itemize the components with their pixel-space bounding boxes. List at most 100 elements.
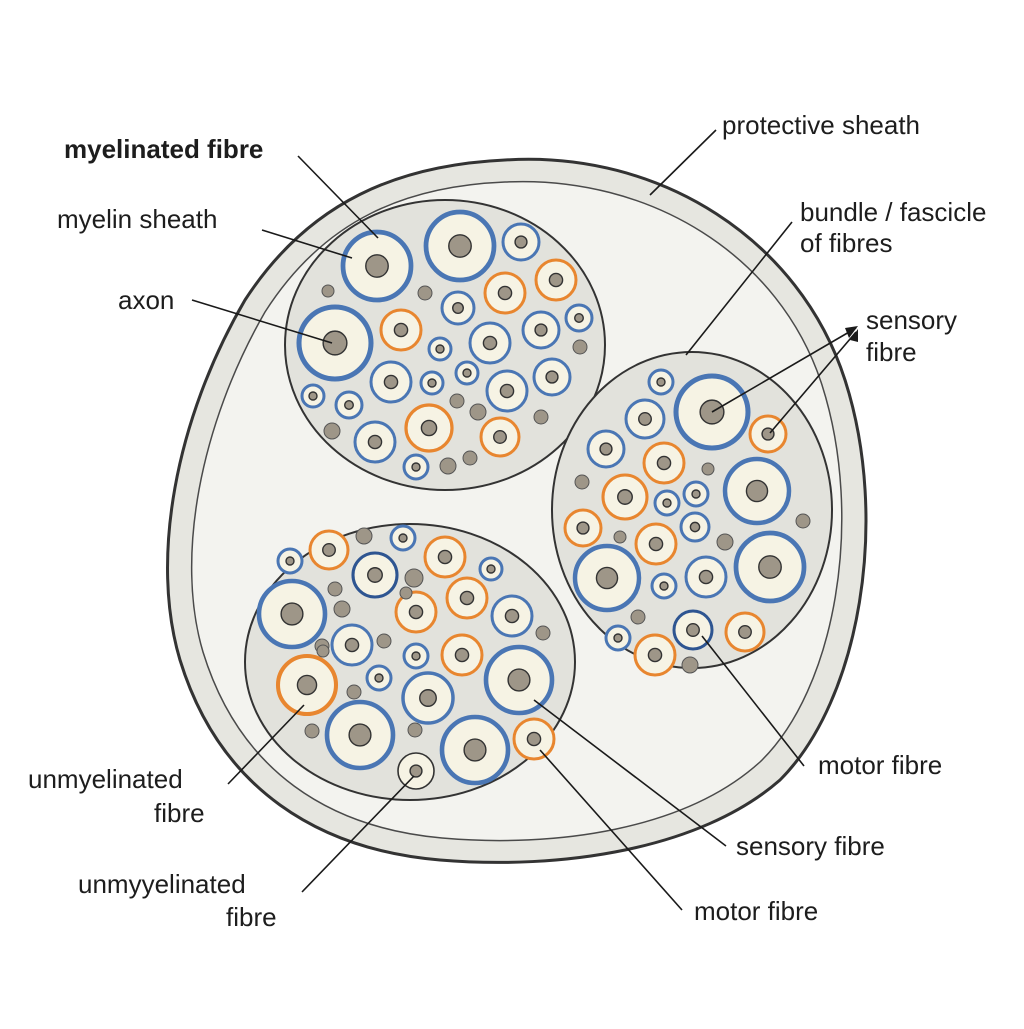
label-unmyelinated-line2: fibre xyxy=(154,798,205,828)
axon-core xyxy=(662,498,672,508)
leader-myelinated-fibre xyxy=(297,155,379,239)
sensory-fibre xyxy=(601,473,649,521)
unmyelinated-axon-dot xyxy=(417,285,433,301)
unmyelinated-axon-dot xyxy=(304,723,320,739)
axon-core xyxy=(435,344,445,354)
axon-dot xyxy=(346,684,362,700)
label-motor-fibre-bottom: motor fibre xyxy=(694,896,818,926)
unmyelinated-axon-dot xyxy=(630,609,646,625)
sensory-fibre xyxy=(423,535,467,579)
myelinated-fibre xyxy=(353,420,397,464)
axon-dot xyxy=(355,527,373,545)
axon-core xyxy=(758,555,782,579)
unmyelinated-axon-dot xyxy=(404,568,424,588)
axon-core xyxy=(638,412,652,426)
axon-dot xyxy=(321,284,335,298)
myelinated-fibre xyxy=(440,290,476,326)
myelinated-fibre xyxy=(672,609,714,651)
axon-core xyxy=(344,400,354,410)
label-protective-sheath: protective sheath xyxy=(722,110,920,140)
label-unmyyelinated-line2: fibre xyxy=(226,902,277,932)
axon-core xyxy=(659,581,669,591)
unmyelinated-axon-dot xyxy=(323,422,341,440)
unmyelinated-axon-dot xyxy=(321,284,335,298)
label-sensory-fibre-bottom: sensory fibre xyxy=(736,831,885,861)
myelinated-fibre xyxy=(521,310,561,350)
axon-dot xyxy=(701,462,715,476)
axon-core xyxy=(367,567,383,583)
label-bundle-line2: of fibres xyxy=(800,228,893,258)
axon-core xyxy=(411,462,421,472)
axon-dot xyxy=(613,530,627,544)
unmyelinated-axon-dot xyxy=(376,633,392,649)
axon-core xyxy=(656,455,672,471)
myelinated-fibre xyxy=(276,547,304,575)
myelinated-fibre xyxy=(296,304,374,382)
axon-dot xyxy=(535,625,551,641)
axon-dot xyxy=(327,581,343,597)
myelinated-fibre xyxy=(682,480,710,508)
axon-core xyxy=(689,521,701,533)
axon-core xyxy=(497,285,513,301)
myelinated-fibre xyxy=(624,398,666,440)
axon-core xyxy=(526,731,542,747)
axon-core xyxy=(296,674,318,696)
unmyelinated-axon-dot xyxy=(327,581,343,597)
axon-dot xyxy=(574,474,590,490)
unmyelinated-axon-dot xyxy=(574,474,590,490)
axon-core xyxy=(285,556,295,566)
sensory-fibre xyxy=(479,416,521,458)
myelinated-fibre xyxy=(490,594,534,638)
axon-core xyxy=(322,543,336,557)
axon-core xyxy=(374,673,384,683)
axon-core xyxy=(398,533,408,543)
axon-dot xyxy=(462,450,478,466)
leader-motor-bottom xyxy=(539,749,683,911)
unmyelinated-axon-dot xyxy=(613,530,627,544)
axon-core xyxy=(499,383,515,399)
label-unmyelinated-line1: unmyelinated xyxy=(28,764,183,794)
axon-core xyxy=(459,590,475,606)
myelinated-fibre xyxy=(653,489,681,517)
unmyelinated-axon-dot xyxy=(572,339,588,355)
axon-core xyxy=(419,689,437,707)
sensory-fibre xyxy=(404,403,454,453)
label-motor-fibre-right: motor fibre xyxy=(818,750,942,780)
myelinated-fibre xyxy=(300,383,326,409)
myelinated-fibre xyxy=(478,556,504,582)
axon-core xyxy=(365,254,389,278)
unmyelinated-axon-dot xyxy=(449,393,465,409)
axon-core xyxy=(738,625,752,639)
myelinated-fibre xyxy=(722,456,792,526)
unmyelinated-axon-dot xyxy=(469,403,487,421)
unmyelinated-axon-dot xyxy=(355,527,373,545)
unmyelinated-axon-dot xyxy=(346,684,362,700)
axon-core xyxy=(454,647,470,663)
sensory-fibre xyxy=(563,508,603,548)
arrowhead-sensory-top-b xyxy=(850,329,858,342)
arrowhead-sensory-top-a xyxy=(845,326,858,338)
myelinated-fibre xyxy=(256,578,328,650)
axon-core xyxy=(548,272,564,288)
sensory-fibre xyxy=(379,308,423,352)
myelinated-fibre xyxy=(650,572,678,600)
axon-core xyxy=(383,374,399,390)
myelinated-fibre xyxy=(423,209,497,283)
unmyelinated-axon-dot xyxy=(701,462,715,476)
axon-core xyxy=(408,604,424,620)
myelinated-fibre xyxy=(684,555,728,599)
axon-dot xyxy=(376,633,392,649)
axon-core xyxy=(308,391,318,401)
myelinated-fibre xyxy=(604,624,632,652)
axon-dot xyxy=(795,513,811,529)
unmyelinated-axon-dot xyxy=(316,644,330,658)
label-unmyyelinated-line1: unmyyelinated xyxy=(78,869,246,899)
axon-core xyxy=(393,322,409,338)
unmyelinated-axon-dot xyxy=(399,586,413,600)
myelinated-fibre xyxy=(468,321,512,365)
leader-myelin-sheath xyxy=(261,229,353,259)
unmyelinated-axon-dot xyxy=(407,722,423,738)
axon-dot xyxy=(404,568,424,588)
myelinated-fibre xyxy=(647,368,675,396)
sensory-fibre xyxy=(634,522,678,566)
